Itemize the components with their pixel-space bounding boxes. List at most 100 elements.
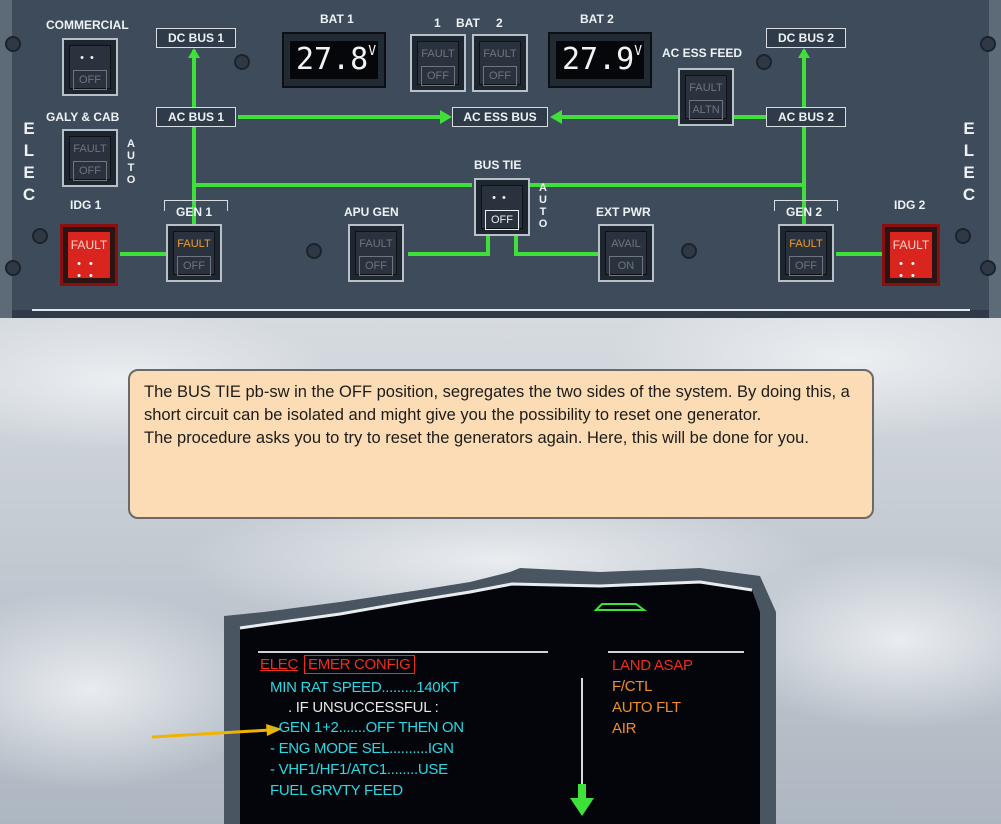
bus-line — [486, 236, 490, 256]
ecam-line-min-rat: MIN RAT SPEED.........140KT — [270, 679, 459, 696]
idg1-guarded-button[interactable]: FAULT •••• — [60, 224, 118, 286]
idg1-label: IDG 1 — [70, 198, 102, 212]
ecam-line-eng-mode: - ENG MODE SEL..........IGN — [270, 740, 454, 757]
gen1-label: GEN 1 — [176, 205, 213, 219]
ac-ess-feed-altn-light: ALTN — [689, 100, 723, 120]
screw-icon — [32, 228, 48, 244]
gen1-fault-light: FAULT — [177, 238, 211, 250]
ecam-status-fctl: F/CTL — [612, 678, 653, 695]
bus-line — [192, 50, 196, 250]
bus-line — [802, 50, 806, 250]
ac-bus-2: AC BUS 2 — [766, 107, 846, 127]
ac-ess-feed-label: AC ESS FEED — [662, 46, 743, 60]
bus-tie-off-light: OFF — [485, 210, 519, 230]
ac-ess-feed-fault-light: FAULT — [689, 82, 723, 94]
ecam-line-if-unsuccessful: . IF UNSUCCESSFUL : — [288, 699, 439, 716]
ext-pwr-label: EXT PWR — [596, 205, 651, 219]
bus-line — [408, 252, 486, 256]
idg2-fault-light: FAULT — [892, 238, 930, 252]
dc-bus-1: DC BUS 1 — [156, 28, 236, 48]
gen1-button[interactable]: FAULT OFF — [166, 224, 222, 282]
ext-pwr-on-light: ON — [609, 256, 643, 276]
bat1-label: BAT 1 — [320, 12, 354, 26]
ac-ess-feed-button[interactable]: FAULT ALTN — [678, 68, 734, 126]
gen2-button[interactable]: FAULT OFF — [778, 224, 834, 282]
galy-cab-button[interactable]: FAULT OFF — [62, 129, 118, 187]
instruction-callout: The BUS TIE pb-sw in the OFF position, s… — [128, 369, 874, 519]
idg1-fault-light: FAULT — [70, 238, 108, 252]
bat2-label: BAT 2 — [580, 12, 614, 26]
ac-bus-1: AC BUS 1 — [156, 107, 236, 127]
bat-pb-label-1: 1 — [434, 16, 441, 30]
bus-line — [514, 236, 518, 256]
bus-arrows — [188, 48, 810, 124]
ext-pwr-avail-light: AVAIL — [611, 238, 641, 250]
bus-line — [238, 115, 446, 119]
bat1-fault-light: FAULT — [421, 48, 455, 60]
idg2-label: IDG 2 — [894, 198, 926, 212]
apu-gen-fault-light: FAULT — [359, 238, 393, 250]
ecam-title-emer-config: EMER CONFIG — [304, 655, 415, 674]
screw-icon — [681, 243, 697, 259]
ecam-line-fuel: FUEL GRVTY FEED — [270, 782, 403, 799]
pointer-arrow — [151, 728, 271, 739]
bat-pb-label-2: 2 — [496, 16, 503, 30]
screw-icon — [306, 243, 322, 259]
screw-icon — [756, 54, 772, 70]
bat2-off-light: OFF — [483, 66, 517, 86]
bus-tie-label: BUS TIE — [474, 158, 522, 172]
bat2-display: 27.9V — [548, 32, 652, 88]
bus-line — [528, 183, 804, 187]
bat1-display: 27.8V — [282, 32, 386, 88]
bat1-off-light: OFF — [421, 66, 455, 86]
ecam-status-auto-flt: AUTO FLT — [612, 699, 681, 716]
apu-gen-button[interactable]: FAULT OFF — [348, 224, 404, 282]
bat1-value: 27.8 — [296, 42, 369, 77]
galy-cab-label: GALY & CAB — [46, 110, 120, 124]
commercial-button[interactable]: •• OFF — [62, 38, 118, 96]
apu-gen-off-light: OFF — [359, 256, 393, 276]
bat2-button[interactable]: FAULT OFF — [472, 34, 528, 92]
bus-tie-button[interactable]: •• OFF — [474, 178, 530, 236]
screw-icon — [955, 228, 971, 244]
commercial-label: COMMERCIAL — [46, 18, 129, 32]
ecam-status-air: AIR — [612, 720, 637, 737]
dots-icon: •• — [492, 192, 512, 204]
bat1-unit: V — [368, 44, 377, 59]
ecam-line-vhf: - VHF1/HF1/ATC1........USE — [270, 761, 448, 778]
galy-cab-fault-light: FAULT — [73, 143, 107, 155]
ecam-line-gen: - GEN 1+2.......OFF THEN ON — [270, 719, 464, 736]
gen2-label: GEN 2 — [786, 205, 823, 219]
ecam-title-elec: ELEC — [260, 656, 298, 673]
dots-icon: •••• — [899, 258, 923, 282]
ac-ess-bus: AC ESS BUS — [452, 107, 548, 127]
bat2-fault-light: FAULT — [483, 48, 517, 60]
commercial-off-light: OFF — [73, 70, 107, 90]
ext-pwr-button[interactable]: AVAIL ON — [598, 224, 654, 282]
callout-paragraph-2: The procedure asks you to try to reset t… — [144, 429, 809, 447]
bat2-unit: V — [634, 44, 643, 59]
bat1-button[interactable]: FAULT OFF — [410, 34, 466, 92]
bat-pb-label: BAT — [456, 16, 480, 30]
screw-icon — [980, 36, 996, 52]
callout-paragraph-1: The BUS TIE pb-sw in the OFF position, s… — [144, 383, 850, 424]
bus-line — [556, 115, 766, 119]
screw-icon — [234, 54, 250, 70]
bus-line — [120, 252, 166, 256]
gen2-off-light: OFF — [789, 256, 823, 276]
bus-line — [836, 252, 882, 256]
screw-icon — [5, 36, 21, 52]
idg2-guarded-button[interactable]: FAULT •••• — [882, 224, 940, 286]
dc-bus-2: DC BUS 2 — [766, 28, 846, 48]
screw-icon — [980, 260, 996, 276]
bus-line — [194, 183, 472, 187]
ecam-land-asap: LAND ASAP — [612, 657, 693, 674]
bus-line — [514, 252, 600, 256]
dots-icon: •••• — [77, 258, 101, 282]
screw-icon — [5, 260, 21, 276]
